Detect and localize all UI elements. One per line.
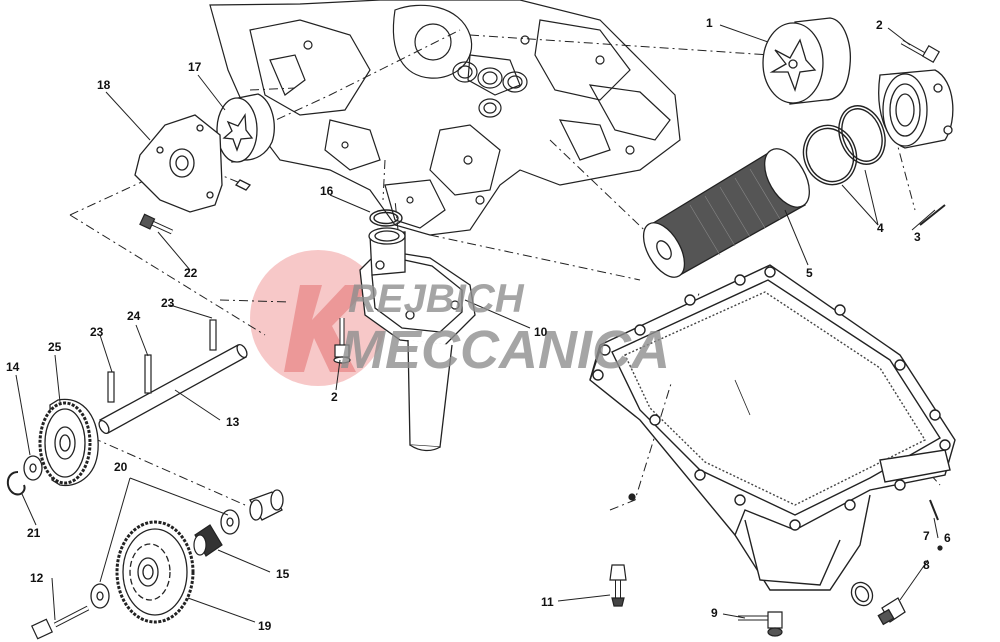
label-14: 14 [6, 360, 20, 374]
label-10: 10 [534, 325, 548, 339]
watermark [250, 250, 386, 386]
part-9-bolt [738, 611, 783, 637]
part-20-bushing [90, 489, 284, 609]
label-19: 19 [258, 619, 272, 633]
label-17: 17 [188, 60, 202, 74]
part-6-7-plug-pins [929, 499, 943, 551]
part-2-bolt-mid [333, 318, 351, 364]
label-15: 15 [276, 567, 290, 581]
part-3-filter-cover [878, 69, 954, 226]
label-20: 20 [114, 460, 128, 474]
label-24: 24 [127, 309, 141, 323]
label-23-right: 23 [161, 296, 175, 310]
label-21: 21 [27, 526, 41, 540]
part-2-bolt-top [900, 39, 941, 64]
part-16-o-ring [369, 209, 403, 227]
label-2-top: 2 [876, 18, 883, 32]
label-18: 18 [97, 78, 111, 92]
watermark-line1: REJBICH [348, 277, 525, 321]
label-22: 22 [184, 266, 198, 280]
label-6: 6 [944, 531, 951, 545]
part-15-needle-bearing [193, 524, 223, 557]
engine-crankcase [209, 0, 681, 236]
watermark-line2: MECCANICA [340, 320, 670, 380]
label-12: 12 [30, 571, 44, 585]
label-13: 13 [226, 415, 240, 429]
part-8-drain-plug [850, 581, 906, 626]
oil-sump-pan [589, 264, 956, 591]
part-number-labels: 1 2 3 4 5 6 7 8 9 10 11 12 13 14 15 16 1… [6, 16, 951, 633]
label-5: 5 [806, 266, 813, 280]
label-3: 3 [914, 230, 921, 244]
part-5-oil-filter [642, 148, 810, 278]
label-11: 11 [541, 595, 554, 609]
label-4: 4 [877, 221, 884, 235]
label-25: 25 [48, 340, 62, 354]
label-7: 7 [923, 529, 930, 543]
part-4-o-rings [802, 105, 886, 186]
part-22-screw [139, 213, 174, 235]
label-8: 8 [923, 558, 930, 572]
label-2-mid: 2 [331, 390, 338, 404]
part-14-washer [23, 455, 43, 481]
part-12-bolt [30, 605, 90, 640]
label-1: 1 [706, 16, 713, 30]
watermark-logo-mark [284, 285, 372, 372]
case-oil-passage-rings [452, 61, 528, 118]
part-17-pump-rotor [216, 93, 275, 191]
label-9: 9 [711, 606, 718, 620]
part-13-shaft [98, 343, 248, 435]
part-11-stud-bolt [609, 493, 636, 607]
part-1-pump-rotor [762, 17, 851, 105]
part-18-pump-cover [134, 114, 223, 213]
part-10-oil-pickup [359, 227, 476, 452]
leader-lines [15, 24, 939, 623]
label-23-left: 23 [90, 325, 104, 339]
label-16: 16 [320, 184, 334, 198]
part-25-gear [38, 398, 99, 487]
part-21-circlip [6, 471, 26, 496]
watermark-text: REJBICH MECCANICA [340, 277, 670, 380]
part-19-gear [115, 520, 195, 624]
